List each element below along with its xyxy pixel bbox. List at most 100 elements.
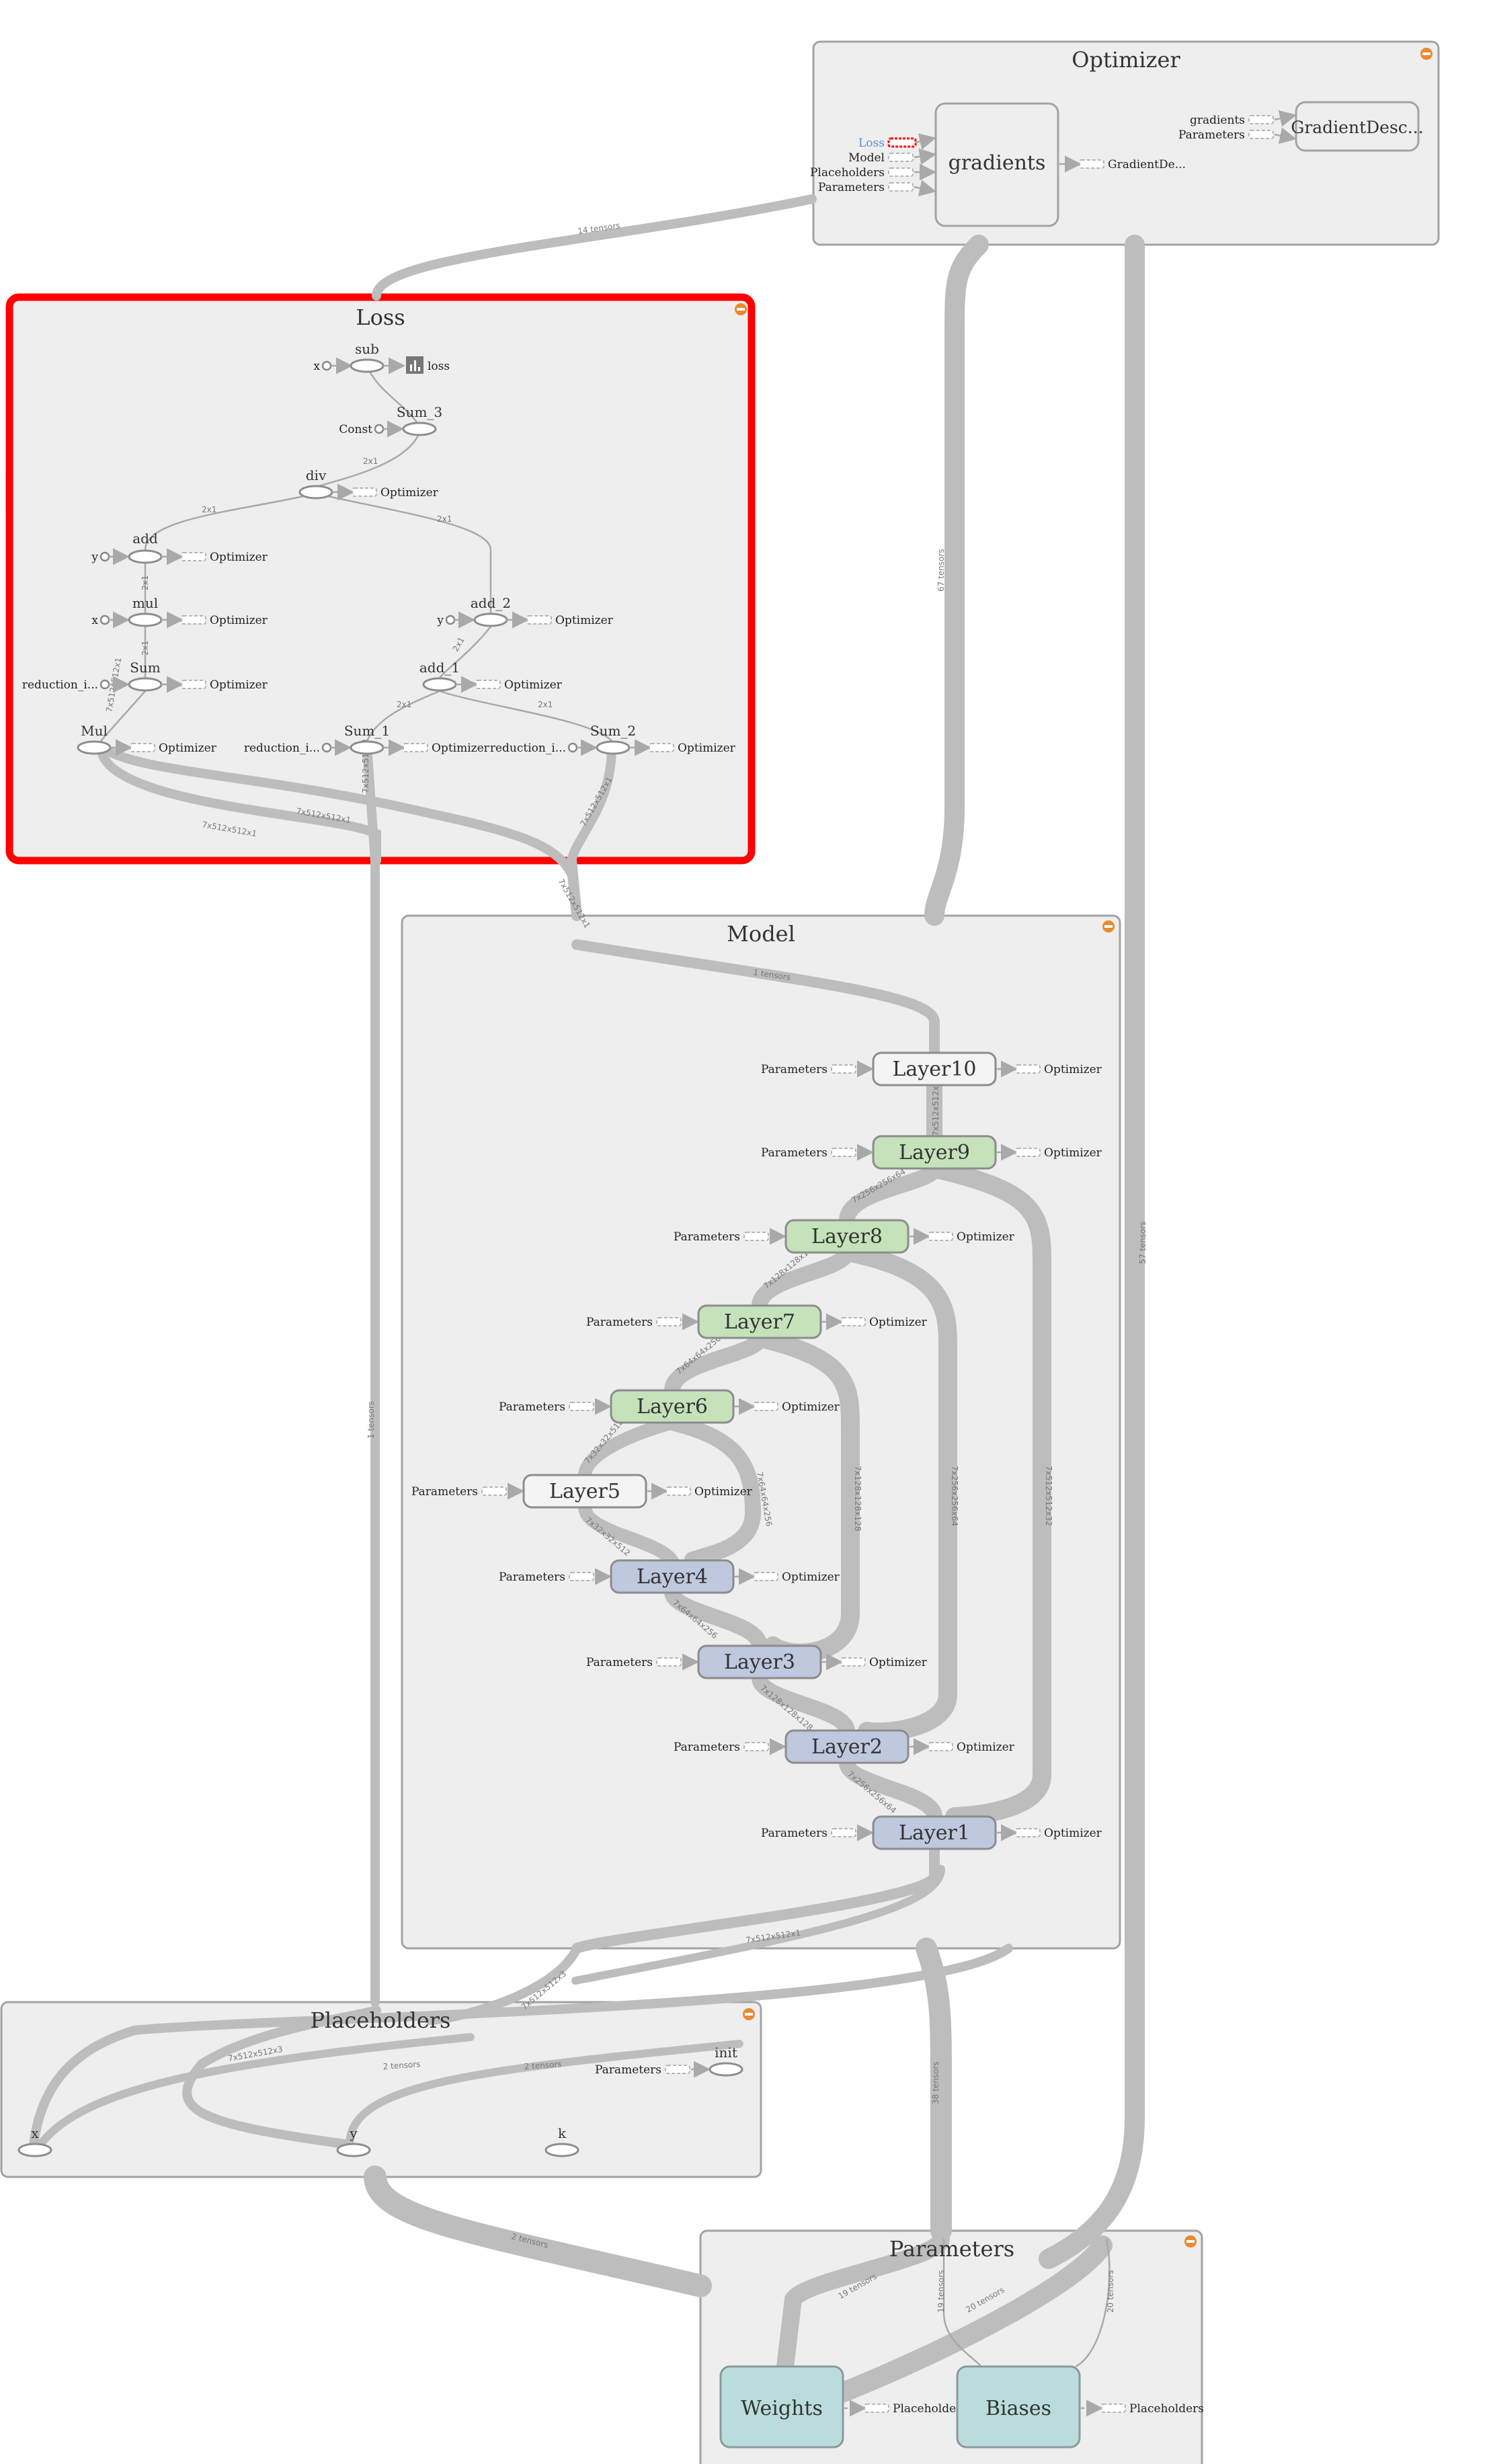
layer2-node[interactable] <box>784 1729 910 1764</box>
layer2-param-stub[interactable] <box>743 1742 769 1751</box>
layer1-out-stub[interactable] <box>1015 1828 1041 1837</box>
layer5-param-stub[interactable] <box>481 1486 507 1496</box>
add-out-stub[interactable] <box>181 552 206 561</box>
gd-parameters-stub[interactable] <box>1248 130 1274 139</box>
add2-out-stub[interactable] <box>526 615 552 625</box>
layer10-node[interactable] <box>872 1051 997 1086</box>
edge-ph-x[interactable] <box>36 2033 475 2149</box>
layer4-param-stub[interactable] <box>569 1572 594 1581</box>
layer5-out-stub[interactable] <box>665 1486 691 1496</box>
weights-out-stub[interactable] <box>864 2403 889 2413</box>
layer7-node[interactable] <box>697 1304 822 1339</box>
edge-l1-out[interactable] <box>571 1843 940 1954</box>
edge-ph-y[interactable] <box>182 2005 381 2149</box>
edge-params-weights-b[interactable] <box>830 2235 1113 2403</box>
sum1-out-stub[interactable] <box>403 743 428 752</box>
op-sub[interactable] <box>350 358 385 373</box>
edge-ph-y2[interactable] <box>346 2040 743 2149</box>
div-out-stub[interactable] <box>352 487 377 497</box>
gradient-descent-node[interactable] <box>1295 101 1420 152</box>
optimizer-collapse-icon[interactable] <box>1420 48 1433 60</box>
layer3-out-stub[interactable] <box>840 1657 866 1667</box>
edge-optimizer-loss[interactable] <box>372 194 817 301</box>
mul-input-x: x <box>91 614 98 627</box>
ph-k-node[interactable] <box>544 2143 579 2157</box>
op-sum1[interactable] <box>350 740 385 755</box>
edge-placeholders-params[interactable] <box>364 2165 712 2297</box>
edge-l6-l5[interactable] <box>578 1416 679 1482</box>
layer6-param-stub[interactable] <box>569 1402 594 1411</box>
edge-l2-l1[interactable] <box>839 1755 942 1825</box>
loss-collapse-icon[interactable] <box>735 303 747 315</box>
edge-l9-l1[interactable] <box>925 1159 1051 1826</box>
layer4-out-stub[interactable] <box>753 1572 778 1581</box>
layer8-node[interactable] <box>784 1219 910 1254</box>
op-add2[interactable] <box>473 612 508 627</box>
edge-l6-l4[interactable] <box>664 1415 762 1568</box>
layer9-param-stub[interactable] <box>831 1148 856 1157</box>
layer9-out-stub[interactable] <box>1015 1148 1041 1157</box>
edge-params-biases-b[interactable] <box>942 2239 982 2367</box>
op-sum2[interactable] <box>596 740 631 755</box>
sum2-out-stub[interactable] <box>649 743 674 752</box>
edge-model-in[interactable] <box>571 939 940 1058</box>
layer4-node[interactable] <box>610 1559 735 1594</box>
op-mulop[interactable] <box>77 740 112 755</box>
layer1-node[interactable] <box>872 1815 997 1850</box>
edge-loss-mul-x[interactable] <box>96 742 381 865</box>
gradients-node[interactable] <box>934 102 1059 227</box>
op-mul[interactable] <box>128 612 163 627</box>
layer10-out-stub[interactable] <box>1015 1064 1041 1074</box>
edge-optimizer-params[interactable] <box>1039 235 1145 2269</box>
edge-loss-sum1[interactable] <box>362 742 380 865</box>
layer7-param-stub[interactable] <box>656 1317 682 1326</box>
edge-l3-l2[interactable] <box>752 1670 855 1739</box>
edge-loss-sum2[interactable] <box>567 742 616 865</box>
mulop-out-stub[interactable] <box>130 743 155 752</box>
layer9-node[interactable] <box>872 1135 997 1170</box>
edge-l5-l4[interactable] <box>578 1501 679 1568</box>
opt-parameters-stub[interactable] <box>888 182 914 192</box>
edge-l4-l3[interactable] <box>664 1584 768 1654</box>
edge-params-biases[interactable] <box>1075 2238 1111 2368</box>
op-add1[interactable] <box>422 677 457 692</box>
op-sum3[interactable] <box>402 422 437 436</box>
opt-model-stub[interactable] <box>888 153 914 162</box>
model-collapse-icon[interactable] <box>1102 920 1115 932</box>
opt-placeholders-stub[interactable] <box>888 167 914 177</box>
mul-out-stub[interactable] <box>181 615 206 625</box>
ph-init-param-stub[interactable] <box>665 2065 690 2074</box>
layer2-out-stub[interactable] <box>928 1742 953 1751</box>
gradients-out-stub[interactable] <box>1079 159 1104 169</box>
edge-params-weights-a[interactable] <box>776 2230 950 2375</box>
placeholders-collapse-icon[interactable] <box>743 2008 755 2020</box>
weights-node[interactable] <box>719 2365 844 2449</box>
ph-y-node[interactable] <box>336 2143 371 2157</box>
sum-out-stub[interactable] <box>181 680 206 689</box>
layer5-node[interactable] <box>522 1474 647 1509</box>
edge-model-params[interactable] <box>916 1938 952 2241</box>
parameters-collapse-icon[interactable] <box>1184 2235 1197 2248</box>
biases-node[interactable] <box>956 2365 1081 2449</box>
layer8-param-stub[interactable] <box>743 1232 769 1241</box>
opt-input-loss[interactable]: Loss <box>858 136 885 150</box>
gd-gradients-stub[interactable] <box>1248 115 1274 124</box>
add1-out-stub[interactable] <box>475 680 501 689</box>
layer10-param-stub[interactable] <box>831 1064 856 1074</box>
layer3-node[interactable] <box>697 1644 822 1679</box>
layer3-param-stub[interactable] <box>656 1657 682 1667</box>
op-add[interactable] <box>128 549 163 564</box>
layer1-param-stub[interactable] <box>831 1828 856 1837</box>
ph-x-node[interactable] <box>17 2143 52 2157</box>
op-div[interactable] <box>298 485 333 500</box>
layer6-node[interactable] <box>610 1389 735 1424</box>
edge-optimizer-model[interactable] <box>924 235 989 926</box>
layer6-out-stub[interactable] <box>753 1402 778 1411</box>
layer8-out-stub[interactable] <box>928 1232 953 1241</box>
op-sum[interactable] <box>128 677 163 692</box>
layer7-out-stub[interactable] <box>840 1317 866 1326</box>
opt-loss-stub-selected[interactable] <box>887 137 917 148</box>
ph-init-node[interactable] <box>709 2062 743 2077</box>
biases-out-stub[interactable] <box>1100 2403 1126 2413</box>
